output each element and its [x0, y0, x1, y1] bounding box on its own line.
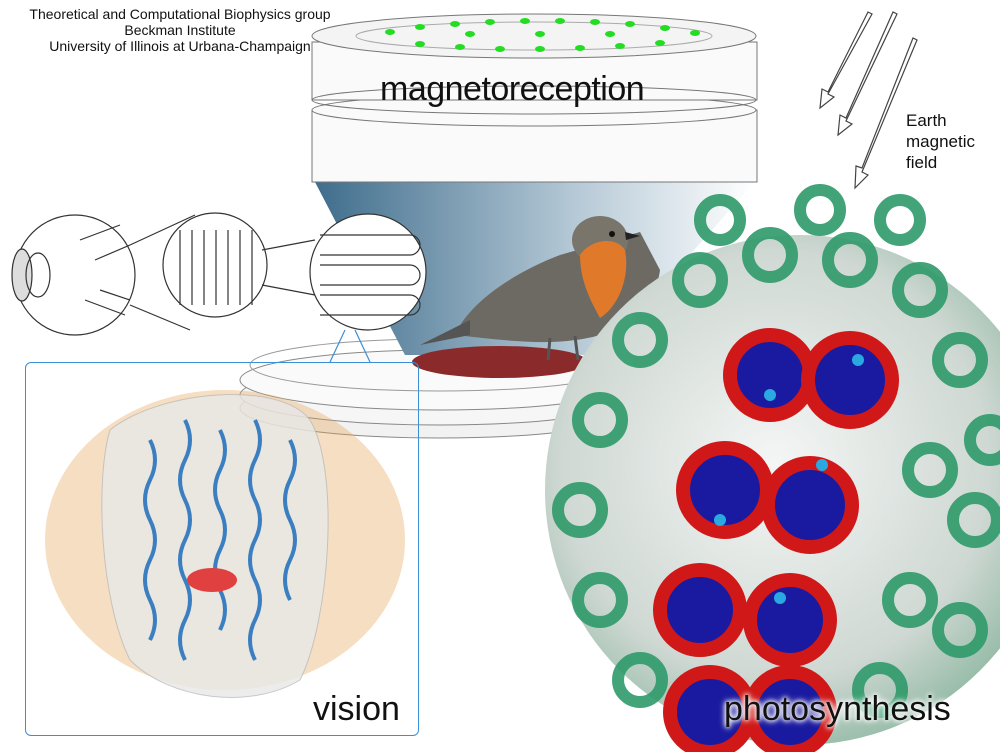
photosynthesis-label: photosynthesis — [724, 690, 951, 728]
green-dots — [385, 18, 700, 52]
earth-label-line3: field — [906, 153, 938, 172]
credit-institute: Beckman Institute — [124, 22, 236, 38]
vision-panel — [25, 362, 419, 736]
earth-label-line1: Earth — [906, 111, 947, 130]
magnetic-field-arrows — [819, 11, 918, 190]
cytochrome — [714, 354, 864, 604]
earth-label-line2: magnetic — [906, 132, 975, 151]
magnetoreception-cylinder — [311, 13, 758, 183]
reaction-center-rings — [653, 328, 899, 752]
vision-label: vision — [313, 690, 400, 728]
credit-university: University of Illinois at Urbana-Champai… — [49, 38, 311, 54]
robin-bird — [420, 216, 660, 361]
magnetoreception-label: magnetoreception — [380, 70, 645, 108]
credit-text: Theoretical and Computational Biophysics… — [0, 6, 360, 54]
eye-diagram — [11, 212, 427, 363]
earth-magnetic-field-label: Earth magnetic field — [906, 110, 975, 173]
rhodopsin-protein — [45, 390, 405, 698]
chromatophore-sphere — [545, 184, 1000, 752]
credit-group: Theoretical and Computational Biophysics… — [29, 6, 331, 22]
red-disc — [412, 346, 588, 378]
